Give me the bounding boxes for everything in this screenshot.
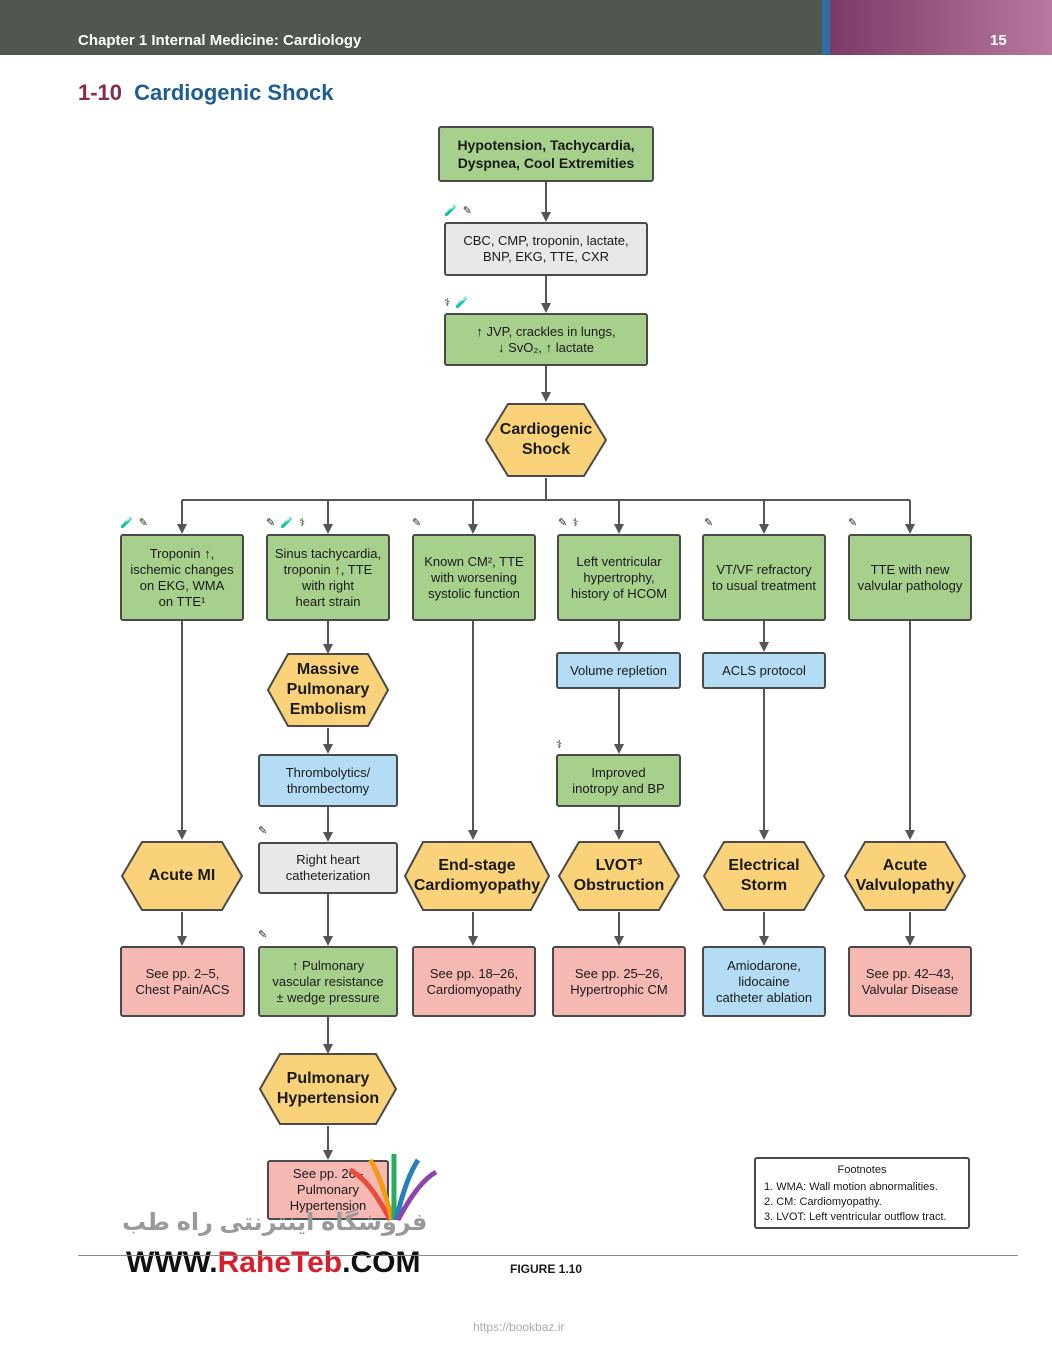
hex-acute-valvulopathy: Acute Valvulopathy: [843, 840, 967, 912]
footnote-2: 2. CM: Cardiomyopathy.: [764, 1196, 882, 1208]
watermark-logo-icon: [348, 1154, 438, 1222]
icons-exam: ⚕ 🧪: [444, 297, 470, 309]
node-ref-chest-pain: See pp. 2–5, Chest Pain/ACS: [120, 946, 245, 1017]
hex-massive-pe: Massive Pulmonary Embolism: [266, 652, 390, 728]
node-acls-protocol: ACLS protocol: [702, 652, 826, 689]
icons-rhc: ✎: [258, 825, 269, 837]
node-branch-valvular-findings: TTE with new valvular pathology: [848, 534, 972, 621]
icons-b3: ✎: [412, 517, 423, 529]
node-presenting-signs: Hypotension, Tachycardia, Dyspnea, Cool …: [438, 126, 654, 182]
node-branch-cm-findings: Known CM², TTE with worsening systolic f…: [412, 534, 536, 621]
section-title: 1-10 Cardiogenic Shock: [78, 80, 333, 106]
hex-pulmonary-hypertension: Pulmonary Hypertension: [258, 1052, 398, 1126]
page-number: 15: [990, 32, 1007, 49]
footnotes-box: Footnotes 1. WMA: Wall motion abnormalit…: [754, 1157, 970, 1229]
header-accent: [822, 0, 1052, 55]
node-exam-findings: ↑ JVP, crackles in lungs, ↓ SvO₂, ↑ lact…: [444, 313, 648, 366]
footnotes-title: Footnotes: [837, 1164, 887, 1176]
section-number: 1-10: [78, 80, 123, 105]
icons-b6: ✎: [848, 517, 859, 529]
section-heading: Cardiogenic Shock: [134, 80, 334, 105]
node-improved-inotropy: Improved inotropy and BP: [556, 754, 681, 807]
node-right-heart-cath: Right heart catheterization: [258, 842, 398, 894]
node-branch-acute-mi-findings: Troponin ↑, ischemic changes on EKG, WMA…: [120, 534, 244, 621]
hex-acute-mi: Acute MI: [120, 840, 244, 912]
node-pulmonary-vascular-resistance: ↑ Pulmonary vascular resistance ± wedge …: [258, 946, 398, 1017]
figure-label: FIGURE 1.10: [510, 1262, 583, 1276]
hex-electrical-storm: Electrical Storm: [702, 840, 826, 912]
source-url[interactable]: https://bookbaz.ir: [473, 1320, 565, 1334]
node-thrombolytics: Thrombolytics/ thrombectomy: [258, 754, 398, 807]
footer-rule: [78, 1255, 1018, 1256]
chapter-title: Chapter 1 Internal Medicine: Cardiology: [78, 32, 362, 49]
icons-b1: 🧪 ✎: [120, 517, 149, 529]
icons-inotropy: ⚕: [556, 739, 563, 751]
node-ref-cardiomyopathy: See pp. 18–26, Cardiomyopathy: [412, 946, 536, 1017]
icons-b4: ✎ ⚕: [558, 517, 580, 529]
node-volume-repletion: Volume repletion: [556, 652, 681, 689]
node-branch-vtvf-findings: VT/VF refractory to usual treatment: [702, 534, 826, 621]
hex-endstage-cardiomyopathy: End-stage Cardiomyopathy: [403, 840, 551, 912]
icons-b5: ✎: [704, 517, 715, 529]
watermark-persian-text: فروشگاه اینترنتی راه طب: [122, 1209, 428, 1236]
node-ref-valvular-disease: See pp. 42–43, Valvular Disease: [848, 946, 972, 1017]
node-branch-hcom-findings: Left ventricular hypertrophy, history of…: [557, 534, 681, 621]
footnote-1: 1. WMA: Wall motion abnormalities.: [764, 1181, 938, 1193]
hex-cardiogenic-shock: Cardiogenic Shock: [484, 402, 608, 478]
icons-pvr: ✎: [258, 929, 269, 941]
node-antiarrhythmics: Amiodarone, lidocaine catheter ablation: [702, 946, 826, 1017]
hex-lvot-obstruction: LVOT³ Obstruction: [557, 840, 681, 912]
node-ref-pulmonary-hypertension: See pp. 26– Pulmonary Hypertension: [267, 1160, 389, 1220]
footnote-3: 3. LVOT: Left ventricular outflow tract.: [764, 1211, 947, 1223]
icons-b2: ✎ 🧪 ⚕: [266, 517, 306, 529]
node-initial-workup: CBC, CMP, troponin, lactate, BNP, EKG, T…: [444, 222, 648, 276]
node-ref-hypertrophic-cm: See pp. 25–26, Hypertrophic CM: [552, 946, 686, 1017]
watermark-url: WWW.RaheTeb.COM: [126, 1246, 421, 1279]
icons-labs: 🧪 ✎: [444, 205, 473, 217]
node-branch-pe-findings: Sinus tachycardia, troponin ↑, TTE with …: [266, 534, 390, 621]
